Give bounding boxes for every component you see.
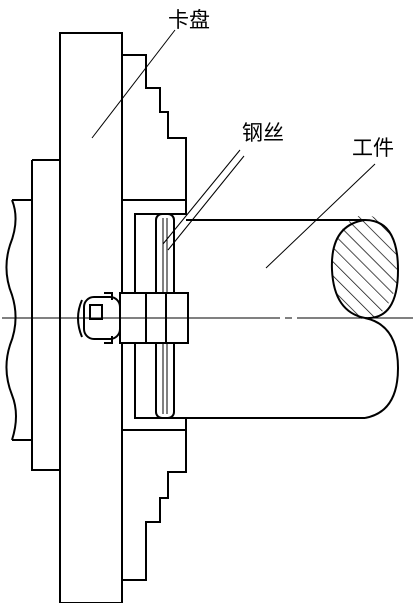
workpiece-label: 工件	[352, 136, 394, 160]
workpiece	[186, 215, 400, 419]
workpiece-leader	[265, 163, 376, 269]
wire-label: 钢丝	[242, 121, 284, 145]
lower-jaw	[122, 429, 187, 581]
chuck-label: 卡盘	[168, 8, 210, 32]
wire-leader-1	[162, 149, 241, 245]
wire-leader-2	[167, 155, 245, 251]
chuck-leader	[91, 29, 176, 139]
spindle-flange	[5, 159, 60, 471]
upper-jaw	[122, 54, 187, 201]
